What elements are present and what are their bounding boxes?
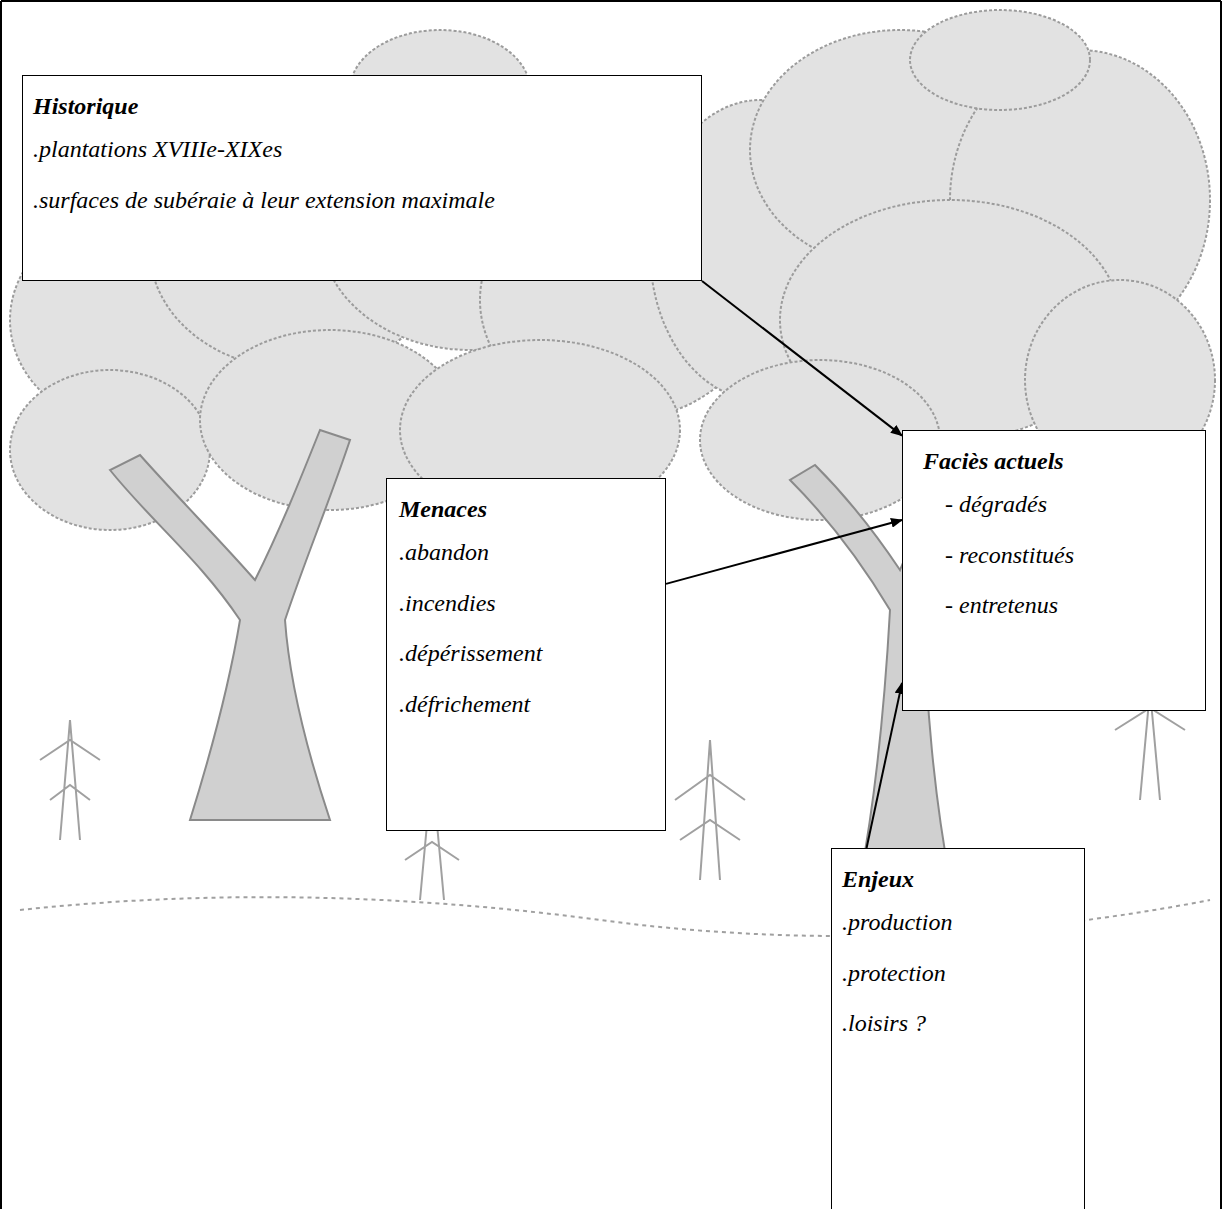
text-box: Historique .plantations XVIIIe-XIXes .surf… [22,75,702,281]
facies-item: - entretenus [945,591,1193,620]
text-box: Menaces .abandon .incendies .dépérissement.… [386,478,666,831]
threat-item: .défrichement [399,690,653,719]
stake-item: .protection [842,959,1072,988]
threat-item: .abandon [399,538,653,567]
facies-item: - reconstitués [945,541,1193,570]
box-heading: Faciès actuels [923,447,1193,476]
text-box: Faciès actuels - dégradés - reconstitués - … [902,430,1206,711]
box-heading: Menaces [399,495,653,524]
threat-item: .incendies [399,589,653,618]
stake-item: .loisirs ? [842,1009,1072,1038]
trunks [110,430,985,880]
history-item: .plantations XVIIIe-XIXes [33,135,689,164]
canopy [10,10,1215,530]
facies-item: - dégradés [945,490,1193,519]
arrow-connector [702,281,902,436]
box-heading: Enjeux [842,865,1072,894]
history-item: .surfaces de subéraie à leur extension m… [33,186,689,215]
arrow-connector [666,520,902,584]
text-box: Enjeux .production .protection .loisirs ? [831,848,1085,1209]
box-heading: Historique [33,92,689,121]
threat-item: .dépérissement [399,639,653,668]
arrow-connector [867,683,902,848]
stake-item: .production [842,908,1072,937]
